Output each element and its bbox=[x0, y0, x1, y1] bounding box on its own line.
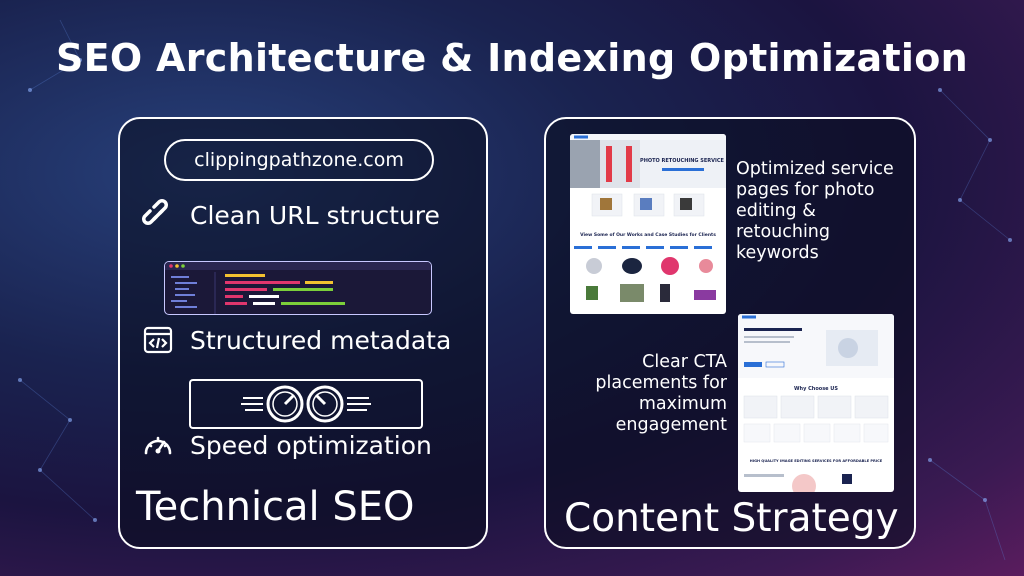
content-strategy-heading: Content Strategy bbox=[564, 496, 899, 541]
code-editor-illustration bbox=[164, 261, 432, 315]
works-section-title: View Some of Our Works and Case Studies … bbox=[580, 232, 716, 238]
service-page-screenshot: PHOTO RETOUCHING SERVICE View Some of Ou… bbox=[570, 134, 726, 314]
technical-seo-panel: clippingpathzone.com Clean URL structure… bbox=[118, 117, 488, 549]
speed-illustration bbox=[189, 379, 423, 429]
feature-label: Clean URL structure bbox=[190, 200, 440, 230]
why-choose-title: Why Choose US bbox=[794, 386, 838, 392]
speedometer-icon bbox=[140, 427, 176, 463]
content-strategy-panel: PHOTO RETOUCHING SERVICE View Some of Ou… bbox=[544, 117, 916, 549]
feature-clean-url: Clean URL structure bbox=[140, 197, 440, 233]
link-icon bbox=[140, 197, 176, 233]
feature-structured-metadata: Structured metadata bbox=[140, 322, 451, 358]
page-title: SEO Architecture & Indexing Optimization bbox=[55, 36, 968, 80]
feature-label: Speed optimization bbox=[190, 430, 432, 460]
code-window-icon bbox=[140, 322, 176, 358]
service-pages-text: Optimized service pages for photo editin… bbox=[736, 159, 894, 263]
cta-page-screenshot: Why Choose US HIGH QUALITY IMAGE EDITING… bbox=[738, 314, 894, 492]
technical-seo-heading: Technical SEO bbox=[136, 484, 415, 530]
feature-label: Structured metadata bbox=[190, 325, 452, 355]
domain-pill: clippingpathzone.com bbox=[164, 139, 434, 181]
cta-placements-text: Clear CTA placements for maximum engagem… bbox=[595, 352, 727, 435]
banner-text: PHOTO RETOUCHING SERVICE bbox=[640, 158, 724, 164]
cta-footer-title: HIGH QUALITY IMAGE EDITING SERVICES FOR … bbox=[750, 459, 883, 463]
feature-speed-optimization: Speed optimization bbox=[140, 427, 432, 463]
